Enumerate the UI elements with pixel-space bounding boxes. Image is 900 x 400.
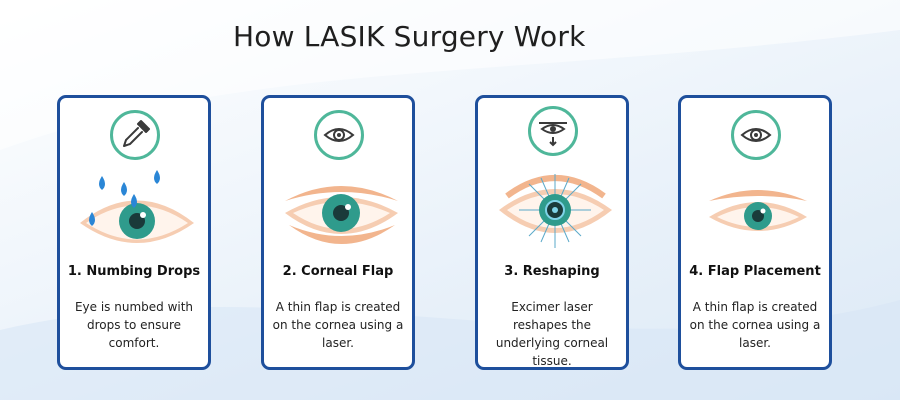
step-title-1: 1. Numbing Drops xyxy=(67,264,201,279)
step-description-3: Excimer laser reshapes the underlying co… xyxy=(495,300,609,368)
laser-eye-icon xyxy=(528,106,578,156)
page-title: How LASIK Surgery Work xyxy=(233,20,586,53)
step-illustration-1 xyxy=(60,98,208,258)
eye-laser-reshaping xyxy=(499,174,612,248)
step-card-2: 2. Corneal Flap A thin flap is created o… xyxy=(261,95,415,370)
step-illustration-4 xyxy=(681,98,829,258)
eye-healed xyxy=(709,190,807,231)
eye-icon xyxy=(314,110,364,160)
eye-with-drops xyxy=(80,170,194,243)
step-illustration-2 xyxy=(264,98,412,258)
step-card-3: 3. Reshaping Excimer laser reshapes the … xyxy=(475,95,629,370)
step-title-3: 3. Reshaping xyxy=(504,264,600,279)
step-card-4: 4. Flap Placement A thin flap is created… xyxy=(678,95,832,370)
step-title-2: 2. Corneal Flap xyxy=(282,264,394,279)
step-title-4: 4. Flap Placement xyxy=(689,264,821,279)
dropper-icon xyxy=(110,110,160,160)
step-description-2: A thin flap is created on the cornea usi… xyxy=(272,300,404,350)
step-description-1: Eye is numbed with drops to ensure comfo… xyxy=(74,300,194,350)
step-illustration-3 xyxy=(478,98,626,258)
eye-icon xyxy=(731,110,781,160)
step-card-1: 1. Numbing Drops Eye is numbed with drop… xyxy=(57,95,211,370)
step-description-4: A thin flap is created on the cornea usi… xyxy=(689,300,821,350)
eye-flap xyxy=(285,186,398,244)
